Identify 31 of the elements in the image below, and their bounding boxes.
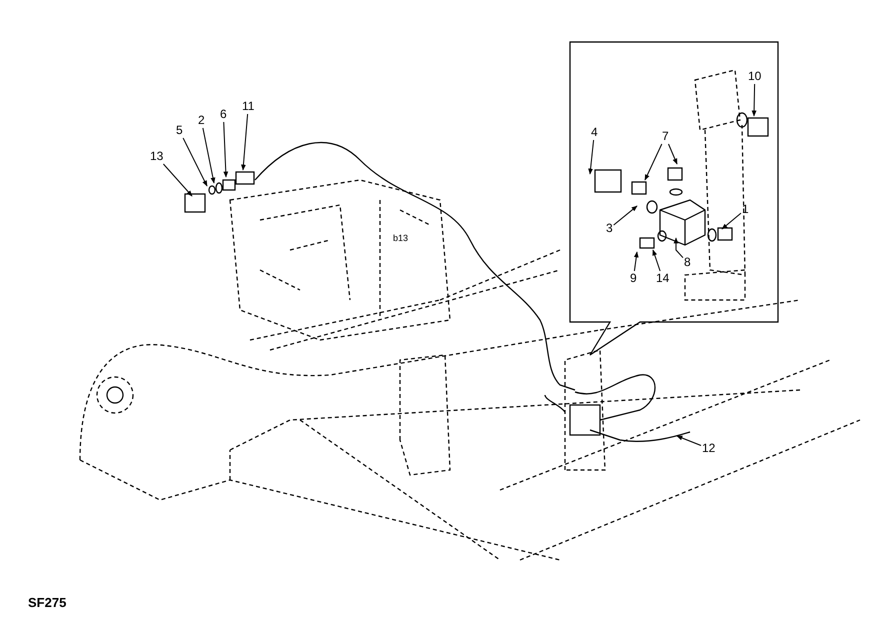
callout-number: 13 — [150, 150, 164, 163]
callout-number: 11 — [242, 100, 254, 113]
callout-number: 7 — [662, 130, 669, 143]
drawing-number: SF275 — [28, 596, 66, 609]
leader-line — [674, 237, 684, 258]
leader-line — [202, 128, 216, 184]
callout-number: 12 — [702, 442, 716, 455]
leader-line — [241, 114, 248, 171]
callout-number: 6 — [220, 108, 227, 121]
callout-number: 10 — [748, 70, 762, 83]
callout-number: 14 — [656, 272, 670, 285]
leader-line — [752, 84, 756, 117]
leader-line — [676, 436, 702, 446]
leader-line — [652, 249, 661, 272]
leader-line — [644, 144, 662, 181]
callout-number: 4 — [591, 126, 598, 139]
callout-number: 8 — [684, 256, 691, 269]
callout-number: 9 — [630, 272, 637, 285]
leader-line — [162, 164, 192, 196]
leader-line — [613, 206, 638, 226]
callout-number: 5 — [176, 124, 183, 137]
callout-number: 3 — [606, 222, 613, 235]
leader-line — [722, 212, 742, 230]
leader-line — [182, 138, 208, 187]
callout-number: 1 — [742, 203, 749, 216]
leader-line — [668, 144, 678, 165]
callout-number: 2 — [198, 114, 205, 127]
part-mark: b13 — [393, 232, 408, 245]
leader-line — [223, 122, 228, 178]
leader-line — [634, 251, 639, 272]
leader-line — [588, 140, 594, 175]
